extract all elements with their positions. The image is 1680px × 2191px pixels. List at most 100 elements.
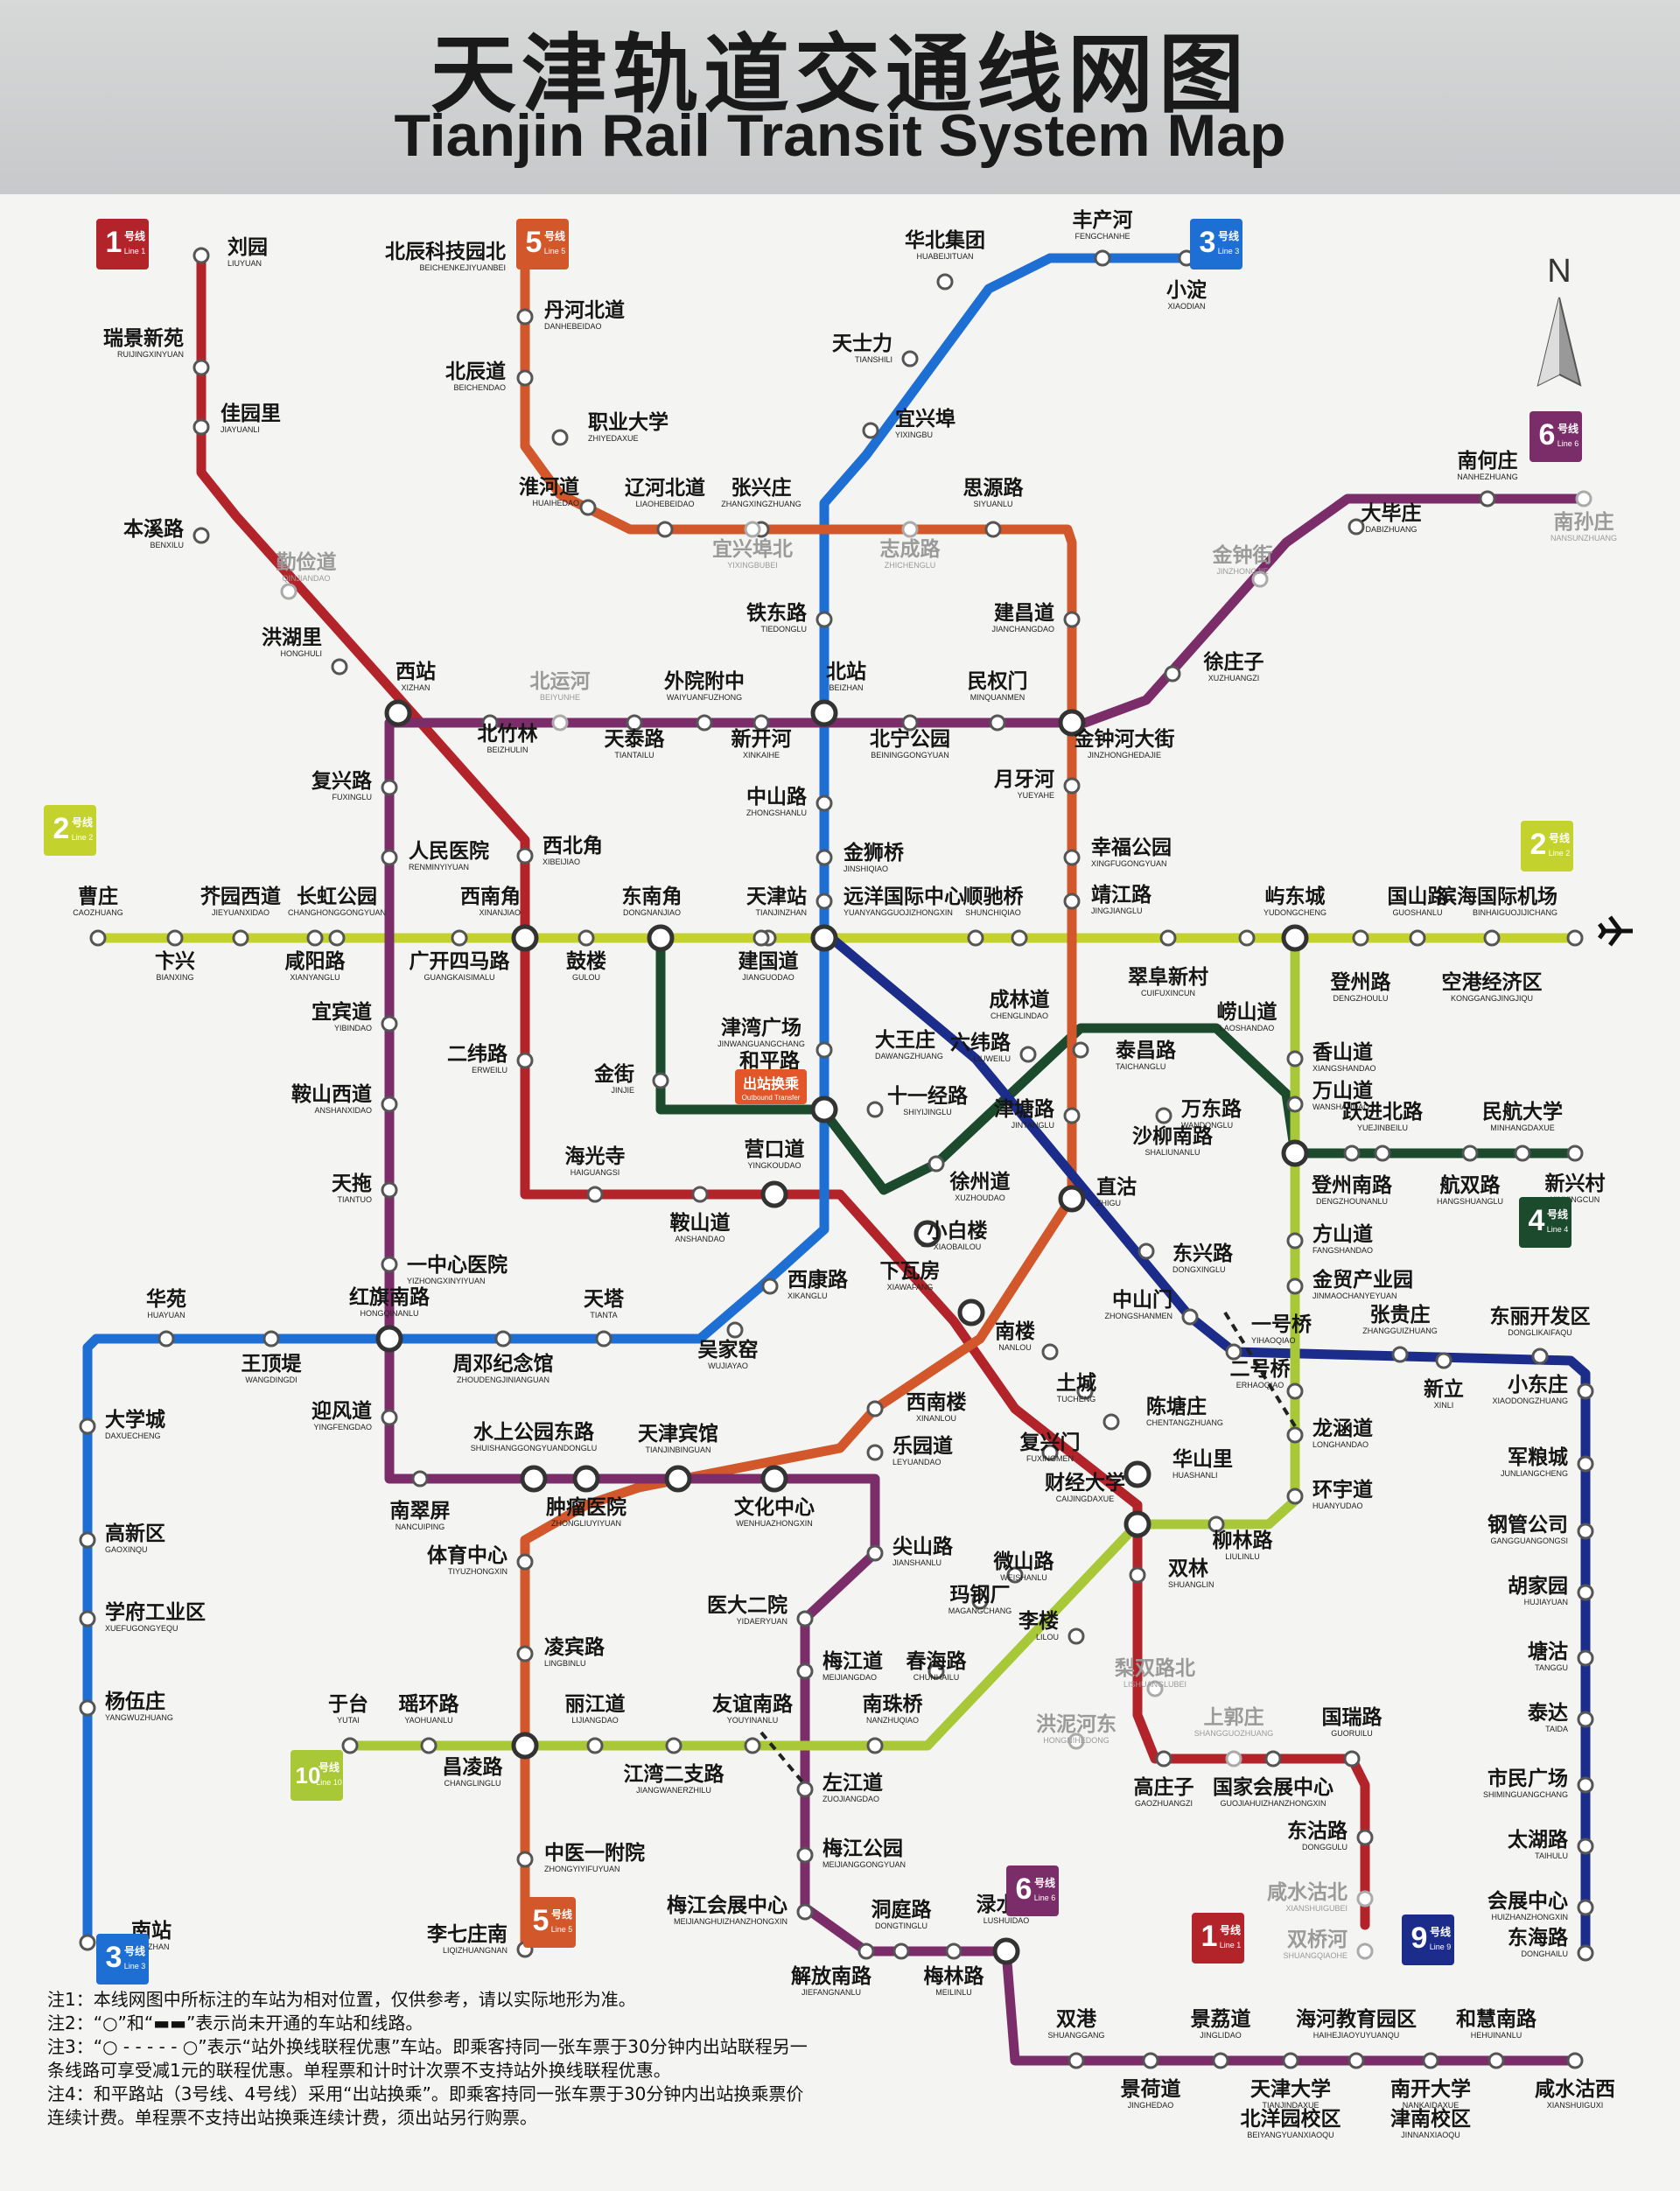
station-xianshuigubei: 咸水沽北XIANSHUIGUBEI: [1267, 1881, 1372, 1913]
station-gaoxinqu: 高新区GAOXINQU: [80, 1522, 165, 1554]
station-name: 中山门: [1112, 1288, 1172, 1312]
station-marker: [1577, 492, 1591, 506]
station-name: 杨伍庄: [105, 1690, 165, 1713]
station-name: 航双路: [1440, 1173, 1502, 1197]
badge-suffix: 号线: [1558, 422, 1578, 435]
station-marker: [929, 1157, 943, 1171]
station-marker: [1568, 931, 1582, 945]
badge-number: 5: [533, 1904, 550, 1937]
station-name: 鞍山道: [670, 1211, 731, 1235]
station-name-en: SIYUANLU: [973, 500, 1012, 508]
station-name-en: SHIMINGUANGCHANG: [1483, 1790, 1568, 1799]
station-marker: [894, 1944, 908, 1958]
station-renminyiyuan: 人民医院RENMINYIYUAN: [382, 839, 489, 872]
station-name-en: YIXINGBUBEI: [727, 561, 778, 570]
badge-english: Line 5: [551, 1925, 573, 1934]
station-name-en: SHALIUNANLU: [1144, 1148, 1200, 1157]
station-name-en: YINGFENGDAO: [313, 1423, 372, 1432]
station-name: 于台: [328, 1692, 368, 1716]
station-shuangqiaohe: 双桥河SHUANGQIAOHE: [1283, 1928, 1372, 1960]
station-marker: [798, 1848, 812, 1862]
station-name-en: YIHAOQIAO: [1251, 1336, 1296, 1345]
station-name: 南何庄: [1458, 449, 1518, 472]
station-name: 天津站: [746, 885, 807, 908]
station-name: 华山里: [1172, 1447, 1233, 1471]
station-name: 天塔: [584, 1288, 625, 1311]
station-marker: [1358, 1830, 1372, 1844]
station-name: 春海路: [906, 1649, 968, 1673]
station-name-en: JINNANXIAOQU: [1401, 2131, 1460, 2139]
station-name: 南楼: [995, 1320, 1035, 1343]
station-marker: [817, 850, 831, 864]
station-name: 金街: [593, 1062, 634, 1086]
station-name-en: ERHAOQIAO: [1236, 1381, 1284, 1390]
station-name: 尖山路: [892, 1535, 954, 1558]
station-marker: [986, 522, 1000, 536]
note-4: 注4：和平路站（3号线、4号线）采用“出站换乘”。即乘客持同一张车票于30分钟内…: [47, 2082, 817, 2130]
station-name-en: ZHICHENGLU: [885, 561, 936, 570]
station-jianshanlu: 尖山路JIANSHANLU: [868, 1535, 954, 1567]
station-name: 泰昌路: [1115, 1039, 1177, 1062]
station-marker: [1065, 779, 1079, 793]
station-name-en: XIAOBAILOU: [934, 1242, 982, 1251]
station-name: 津塘路: [994, 1097, 1055, 1121]
station-name-en: NANSUNZHUANG: [1550, 534, 1617, 542]
station-name-en: TIYUZHONGXIN: [448, 1567, 508, 1576]
station-marker: [343, 1739, 357, 1753]
station-marker: [798, 1905, 812, 1919]
station-beichendao: 北辰道BEICHENDAO: [445, 360, 532, 392]
station-name-en: DENGZHOUNANLU: [1316, 1197, 1388, 1206]
station-name: 金钟河大街: [1074, 727, 1175, 751]
station-marker: [387, 702, 410, 724]
station-name-en: MEIJIANGHUIZHANZHONGXIN: [674, 1917, 788, 1926]
station-name-en: CHENGLINDAO: [990, 1012, 1048, 1020]
station-marker: [1266, 1752, 1280, 1766]
station-name-en: TAICHANGLU: [1116, 1062, 1166, 1071]
station-marker: [1012, 931, 1026, 945]
station-marker: [80, 1533, 94, 1547]
station-name: 太湖路: [1508, 1828, 1569, 1852]
station-marker: [1021, 1047, 1035, 1061]
station-name: 梨双路北: [1115, 1656, 1195, 1680]
station-marker: [1214, 2054, 1228, 2068]
station-marker: [1144, 2054, 1158, 2068]
station-name-en: XIAWAFANG: [887, 1283, 934, 1292]
station-marker: [1349, 2054, 1363, 2068]
line-badge-4: 4号线Line 4: [1519, 1197, 1572, 1248]
station-name: 北辰道: [445, 360, 506, 383]
station-xingfugongyuan: 幸福公园XINGFUGONGYUAN: [1065, 836, 1172, 868]
map-notes: 注1：本线网图中所标注的车站为相对位置，仅供参考，请以实际地形为准。 注2：“○…: [47, 1988, 817, 2130]
station-name: 天士力: [832, 332, 892, 355]
station-name: 华苑: [146, 1287, 186, 1311]
badge-suffix: 号线: [1430, 1925, 1451, 1938]
station-name: 津南校区: [1390, 2107, 1471, 2131]
station-name-en: MEIJIANGDAO: [822, 1673, 877, 1682]
station-name-en: TIANSHILI: [855, 355, 892, 364]
station-anshanxidao: 鞍山西道ANSHANXIDAO: [291, 1082, 396, 1115]
station-jintanglu: 津塘路JINTANGLU: [994, 1097, 1079, 1130]
note-2: 注2：“○”和“▬▬”表示尚未开通的车站和线路。: [47, 2012, 817, 2035]
station-name-en: WANGDINGDI: [245, 1376, 297, 1384]
station-name: 柳林路: [1213, 1529, 1274, 1552]
station-marker: [496, 1332, 510, 1346]
station-yangwuzhuang: 杨伍庄YANGWUZHUANG: [80, 1690, 173, 1722]
compass-label: N: [1547, 253, 1571, 290]
station-fangshandao: 方山道FANGSHANDAO: [1288, 1222, 1373, 1255]
station-name-en: JINWANGUANGCHANG: [718, 1040, 805, 1048]
station-name-en: LIAOHEBEIDAO: [635, 500, 694, 508]
station-marker: [728, 1323, 742, 1337]
station-name: 铁东路: [746, 601, 808, 625]
station-name: 职业大学: [588, 410, 668, 434]
station-name-en: LIQIZHUANGNAN: [443, 1946, 508, 1955]
station-marker: [1516, 1146, 1530, 1160]
station-name-en: CHENTANGZHUANG: [1146, 1418, 1223, 1427]
station-marker: [518, 849, 532, 863]
station-name: 上郭庄: [1204, 1705, 1264, 1729]
station-name-en: NANCUIPING: [396, 1522, 445, 1531]
station-name-en: CHANGHONGGONGYUAN: [288, 908, 386, 917]
station-name-en: JIANCHANGDAO: [991, 625, 1054, 634]
station-name-en: HUASHANLI: [1172, 1471, 1218, 1480]
station-donghailu: 东海路DONGHAILU: [1508, 1926, 1592, 1960]
station-dabizhuang: 大毕庄DABIZHUANG: [1349, 501, 1422, 534]
badge-suffix: 号线: [1220, 1923, 1241, 1936]
